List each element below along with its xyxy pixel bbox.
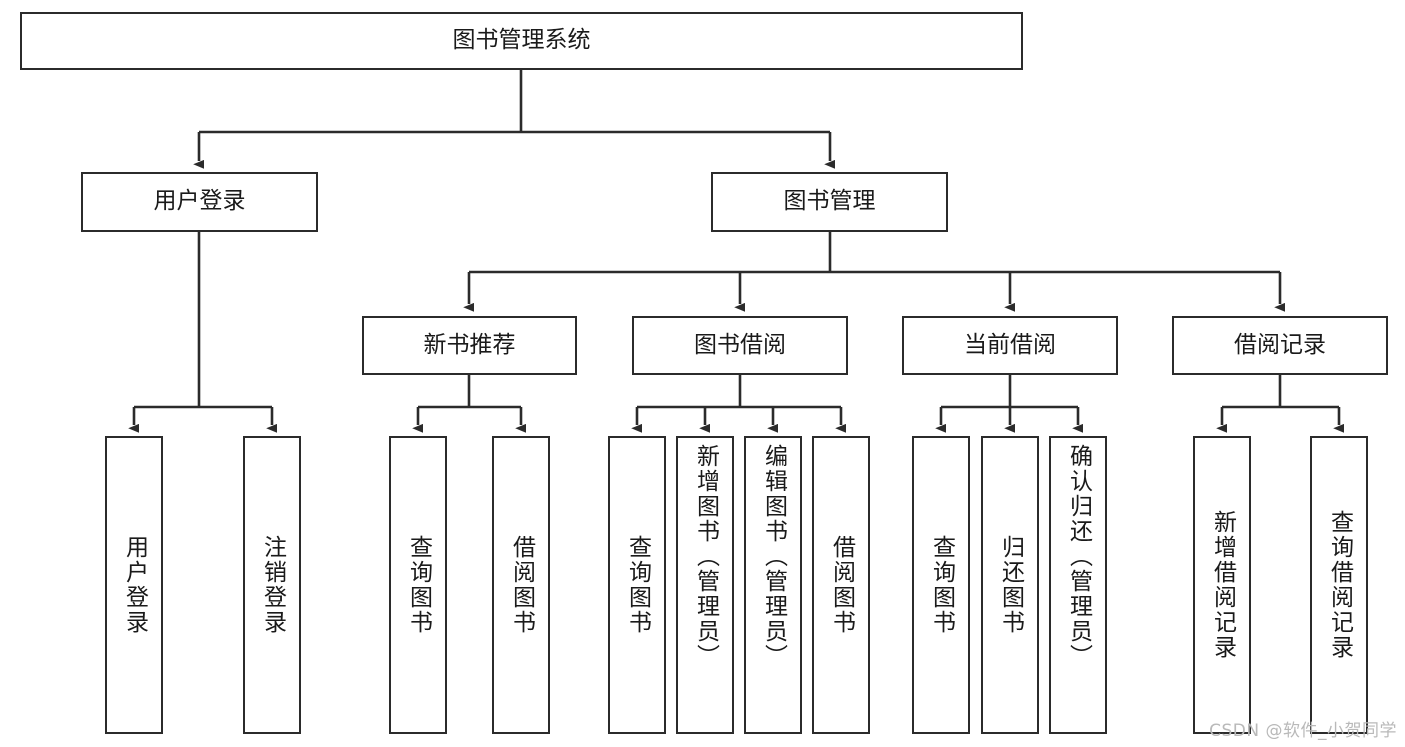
node-new-book-recommend[interactable]: 新书推荐 [362, 316, 577, 375]
node-label: 新增图书（管理员） [692, 444, 719, 669]
node-label: 借阅记录 [1234, 331, 1326, 358]
node-book-borrow[interactable]: 图书借阅 [632, 316, 848, 375]
node-label: 新增借阅记录 [1209, 510, 1236, 660]
node-label: 图书管理 [783, 188, 876, 215]
leaf-current-borrow-return-books[interactable]: 归还图书 [981, 436, 1039, 734]
leaf-new-book-query-books[interactable]: 查询图书 [389, 436, 447, 734]
leaf-borrow-records-add-record[interactable]: 新增借阅记录 [1193, 436, 1251, 734]
node-label: 查询图书 [624, 535, 651, 635]
node-label: 当前借阅 [964, 331, 1056, 358]
node-label: 图书管理系统 [452, 27, 591, 54]
node-label: 确认归还（管理员） [1065, 444, 1092, 669]
node-label: 用户登录 [121, 535, 148, 635]
leaf-book-borrow-borrow-books[interactable]: 借阅图书 [812, 436, 870, 734]
csdn-watermark: CSDN @软件_小贺同学 [1209, 721, 1397, 741]
node-label: 新书推荐 [423, 331, 516, 358]
node-label: 用户登录 [153, 188, 246, 215]
node-label: 编辑图书（管理员） [760, 444, 787, 669]
leaf-book-borrow-edit-book-admin[interactable]: 编辑图书（管理员） [744, 436, 802, 734]
node-current-borrow[interactable]: 当前借阅 [902, 316, 1118, 375]
node-root-book-management-system[interactable]: 图书管理系统 [20, 12, 1023, 70]
leaf-user-login-login[interactable]: 用户登录 [105, 436, 163, 734]
node-user-login[interactable]: 用户登录 [81, 172, 318, 232]
leaf-user-login-logout[interactable]: 注销登录 [243, 436, 301, 734]
node-book-management[interactable]: 图书管理 [711, 172, 948, 232]
leaf-book-borrow-add-book-admin[interactable]: 新增图书（管理员） [676, 436, 734, 734]
leaf-current-borrow-confirm-return-admin[interactable]: 确认归还（管理员） [1049, 436, 1107, 734]
leaf-current-borrow-query-books[interactable]: 查询图书 [912, 436, 970, 734]
node-label: 借阅图书 [828, 535, 855, 635]
leaf-book-borrow-query-books[interactable]: 查询图书 [608, 436, 666, 734]
leaf-borrow-records-query-record[interactable]: 查询借阅记录 [1310, 436, 1368, 734]
node-label: 借阅图书 [508, 535, 535, 635]
node-borrow-records[interactable]: 借阅记录 [1172, 316, 1388, 375]
leaf-new-book-borrow-books[interactable]: 借阅图书 [492, 436, 550, 734]
node-label: 归还图书 [997, 535, 1024, 635]
node-label: 注销登录 [259, 535, 286, 635]
node-label: 查询图书 [405, 535, 432, 635]
node-label: 图书借阅 [694, 331, 786, 358]
node-label: 查询图书 [928, 535, 955, 635]
node-label: 查询借阅记录 [1326, 510, 1353, 660]
